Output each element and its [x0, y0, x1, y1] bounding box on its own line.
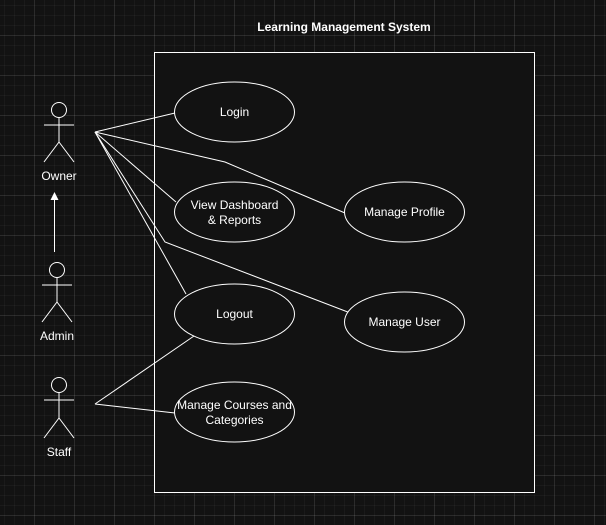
actor-staff-stick-figure-icon — [43, 377, 75, 439]
use-case-manage-user[interactable]: Manage User — [344, 291, 465, 353]
association-owner-manage-profile — [94, 131, 346, 214]
use-case-login-label: Login — [220, 105, 249, 119]
use-case-manage-courses-label-line2: Categories — [205, 413, 263, 427]
actor-admin-stick-figure-icon — [41, 262, 73, 323]
actor-admin-label: Admin — [40, 329, 74, 343]
use-case-manage-courses-label-line1: Manage Courses and — [177, 398, 292, 412]
use-case-manage-courses[interactable]: Manage Courses and Categories — [174, 381, 295, 443]
actor-owner-stick-figure-icon — [43, 102, 75, 163]
diagram-title: Learning Management System — [257, 20, 430, 34]
associations — [94, 112, 354, 414]
actor-owner-label: Owner — [41, 169, 76, 183]
use-case-view-dashboard-label-line1: View Dashboard — [191, 198, 279, 212]
use-case-login-shape — [174, 81, 295, 143]
use-case-manage-profile[interactable]: Manage Profile — [344, 181, 465, 243]
use-case-manage-courses-shape — [174, 381, 295, 443]
association-staff-logout — [94, 335, 195, 405]
association-owner-login — [94, 112, 176, 133]
use-case-view-dashboard-shape — [174, 181, 295, 243]
use-case-view-dashboard-label-line2: & Reports — [208, 213, 261, 227]
use-case-login[interactable]: Login — [174, 81, 295, 143]
association-owner-manage-user — [94, 131, 354, 315]
use-case-logout[interactable]: Logout — [174, 283, 295, 345]
use-case-logout-label: Logout — [216, 307, 253, 321]
actor-admin[interactable]: Admin — [40, 262, 74, 344]
use-case-manage-profile-label: Manage Profile — [364, 205, 445, 219]
association-staff-manage-courses — [94, 403, 176, 414]
actor-owner[interactable]: Owner — [41, 102, 77, 184]
use-case-logout-shape — [174, 283, 295, 345]
use-case-manage-user-label: Manage User — [368, 315, 440, 329]
association-owner-view-dashboard — [94, 131, 177, 203]
actor-staff-label: Staff — [47, 445, 72, 459]
use-case-manage-user-shape — [344, 291, 465, 353]
association-owner-logout — [94, 131, 187, 295]
use-case-view-dashboard[interactable]: View Dashboard & Reports — [174, 181, 295, 243]
use-case-manage-profile-shape — [344, 181, 465, 243]
actor-staff[interactable]: Staff — [43, 377, 75, 460]
